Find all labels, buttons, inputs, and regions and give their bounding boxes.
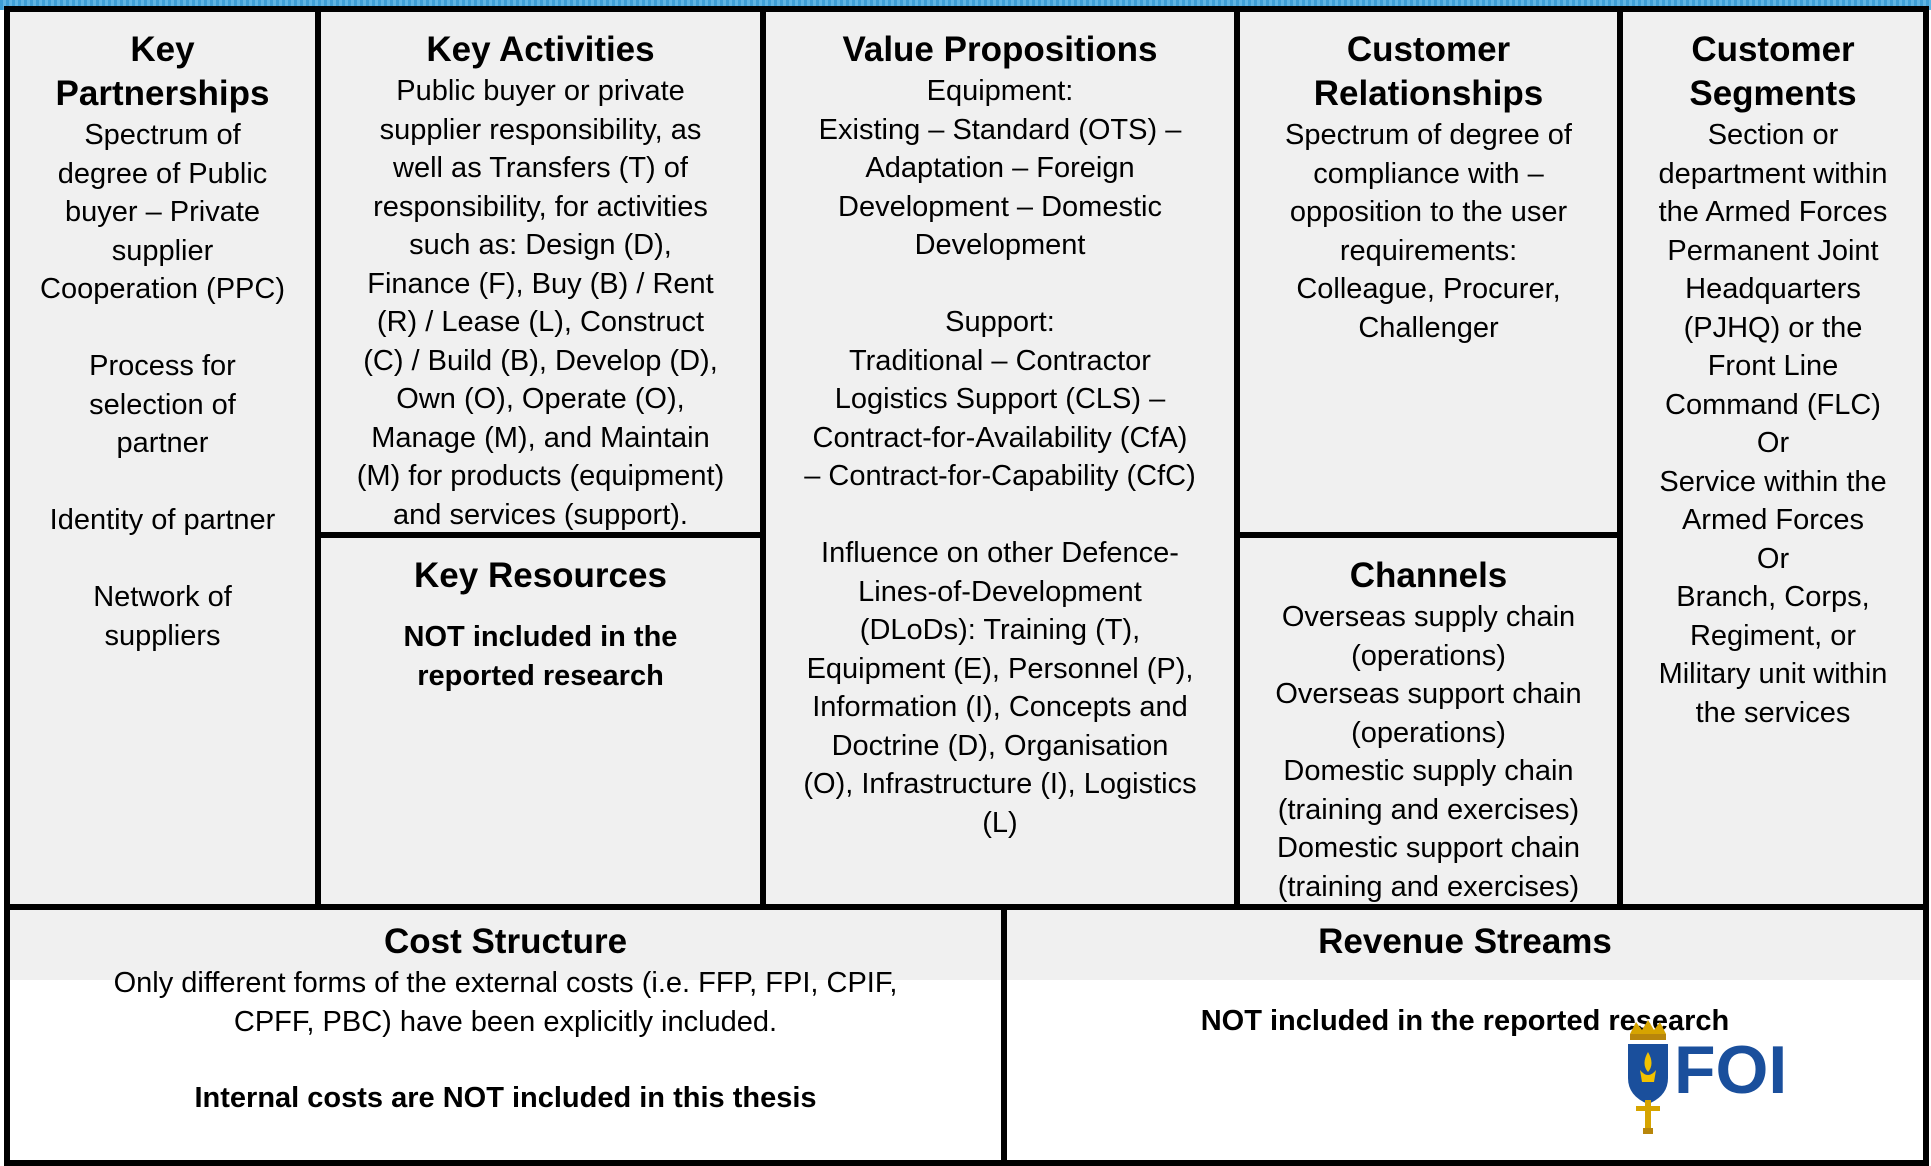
- key-activities-box: Key Activities Public buyer or private s…: [315, 6, 766, 538]
- customer-relationships-box: Customer Relationships Spectrum of degre…: [1234, 6, 1623, 538]
- key-resources-body: NOT included in the reported research: [403, 621, 678, 692]
- top-border-strip: [0, 0, 1931, 10]
- channels-title: Channels: [1349, 556, 1508, 595]
- cost-structure-body: Only different forms of the external cos…: [113, 967, 898, 1038]
- value-propositions-box: Value Propositions Equipment: Existing –…: [760, 6, 1240, 910]
- key-activities-title: Key Activities: [426, 30, 655, 69]
- key-resources-box: Key Resources NOT included in the report…: [315, 532, 766, 910]
- customer-segments-title: Customer Segments: [1689, 30, 1857, 113]
- value-propositions-body: Equipment: Existing – Standard (OTS) – A…: [803, 75, 1197, 839]
- revenue-streams-title: Revenue Streams: [1318, 922, 1612, 961]
- foi-logo-text: FOI: [1674, 1032, 1788, 1108]
- cost-structure-note: Internal costs are NOT included in this …: [194, 1082, 817, 1114]
- key-partnerships-body: Spectrum of degree of Public buyer – Pri…: [40, 119, 285, 652]
- key-partnerships-box: Key Partnerships Spectrum of degree of P…: [4, 6, 321, 910]
- channels-box: Channels Overseas supply chain (operatio…: [1234, 532, 1623, 910]
- customer-relationships-title: Customer Relationships: [1313, 30, 1544, 113]
- cost-structure-box: Cost Structure Only different forms of t…: [4, 904, 1007, 1166]
- revenue-streams-box: Revenue Streams NOT included in the repo…: [1001, 904, 1929, 1166]
- swedish-crest-icon: [1628, 1020, 1668, 1134]
- customer-segments-box: Customer Segments Section or department …: [1617, 6, 1929, 910]
- cost-structure-title: Cost Structure: [383, 922, 628, 961]
- key-partnerships-title: Key Partnerships: [55, 30, 270, 113]
- value-propositions-title: Value Propositions: [842, 30, 1158, 69]
- customer-segments-body: Section or department within the Armed F…: [1658, 119, 1888, 729]
- key-activities-body: Public buyer or private supplier respons…: [356, 75, 725, 531]
- foi-logo: FOI: [1622, 1020, 1807, 1140]
- revenue-streams-body: NOT included in the reported research: [1200, 1005, 1730, 1037]
- key-resources-title: Key Resources: [414, 556, 667, 595]
- channels-body: Overseas supply chain (operations) Overs…: [1275, 601, 1582, 903]
- customer-relationships-body: Spectrum of degree of compliance with – …: [1285, 119, 1572, 344]
